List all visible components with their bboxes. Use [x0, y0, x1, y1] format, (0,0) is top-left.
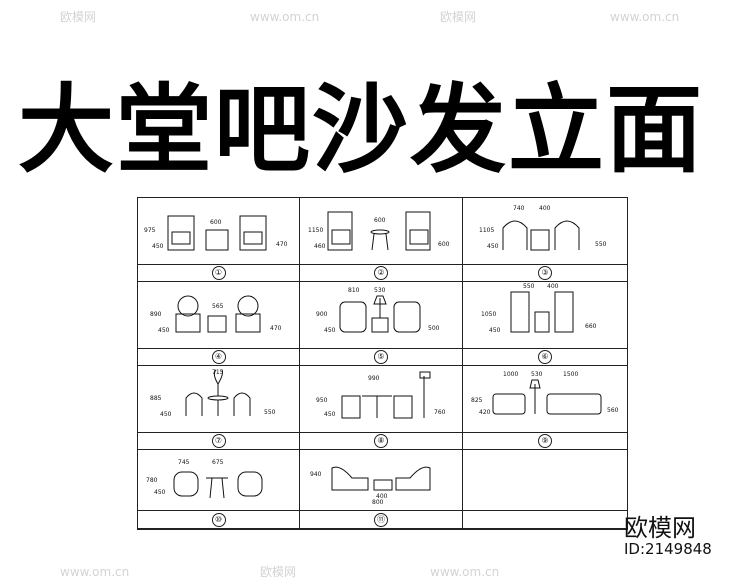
drawing-7: 885 450 715 550: [138, 366, 300, 433]
dim-label: 460: [314, 243, 326, 250]
drawing-number: ③: [538, 266, 552, 280]
dim-label: 450: [152, 243, 164, 250]
dim-label: 400: [376, 493, 388, 500]
drawing-label-5: ⑤: [300, 349, 463, 366]
dim-label: 660: [585, 323, 597, 330]
drawing-10: 745 675 780 450: [138, 450, 300, 511]
drawing-number: ⑥: [538, 350, 552, 364]
watermark: 欧模网: [440, 10, 477, 24]
dim-label: 470: [276, 241, 288, 248]
dim-label: 1105: [479, 227, 494, 234]
watermark: 欧模网: [260, 565, 297, 579]
dim-label: 675: [212, 459, 224, 466]
drawing-number: ⑨: [538, 434, 552, 448]
dim-label: 890: [150, 311, 162, 318]
dim-label: 950: [316, 397, 328, 404]
drawing-label-9: ⑨: [463, 433, 627, 450]
dim-label: 450: [489, 327, 501, 334]
drawing-number: ⑦: [211, 434, 226, 448]
dim-label: 550: [264, 409, 276, 416]
dim-label: 780: [146, 477, 158, 484]
elevation-sheet: 975 600 450 470 600 1150 460 600 740 400: [137, 197, 628, 530]
drawing-6: 550 400 1050 450 660: [463, 282, 627, 349]
drawing-3: 740 400 1105 450 550: [463, 198, 627, 265]
drawing-label-8: ⑧: [300, 433, 463, 450]
drawing-label-2: ②: [300, 265, 463, 282]
dim-label: 450: [487, 243, 499, 250]
dim-label: 450: [158, 327, 170, 334]
dim-label: 825: [471, 397, 483, 404]
dim-label: 400: [547, 283, 559, 290]
drawing-number: ⑪: [374, 512, 388, 527]
drawing-4: 565 890 450 470: [138, 282, 300, 349]
dim-label: 450: [324, 327, 336, 334]
dim-label: 745: [178, 459, 190, 466]
dim-label: 450: [160, 411, 172, 418]
dim-label: 900: [316, 311, 328, 318]
dim-label: 420: [479, 409, 491, 416]
dim-label: 600: [438, 241, 450, 248]
dim-label: 940: [310, 471, 322, 478]
brand-logo-text: 欧模网: [624, 514, 696, 542]
drawing-number: ①: [211, 266, 226, 280]
drawing-8: 990 950 450 760: [300, 366, 463, 433]
drawing-label-1: ①: [138, 265, 300, 282]
dim-label: 715: [212, 369, 224, 376]
dim-label: 975: [144, 227, 156, 234]
drawing-label-7: ⑦: [138, 433, 300, 450]
drawing-5: 810 530 900 450 500: [300, 282, 463, 349]
dim-label: 885: [150, 395, 162, 402]
drawing-11: 940 800 400: [300, 450, 463, 511]
drawing-title: 大堂吧沙发立面: [18, 74, 704, 186]
dim-label: 530: [374, 287, 386, 294]
dim-label: 1150: [308, 227, 323, 234]
dim-label: 760: [434, 409, 446, 416]
drawing-number: ⑩: [211, 512, 226, 527]
dim-label: 740: [513, 205, 525, 212]
drawing-label-3: ③: [463, 265, 627, 282]
empty-cell: [463, 450, 627, 511]
empty-label-cell: [463, 511, 627, 529]
drawing-label-11: ⑪: [300, 511, 463, 529]
dim-label: 800: [372, 499, 384, 506]
watermark-url: www.om.cn: [60, 565, 130, 579]
drawing-9: 1000 530 1500 825 420 560: [463, 366, 627, 433]
dim-label: 565: [212, 303, 224, 310]
watermark-url: www.om.cn: [610, 10, 680, 24]
dim-label: 1500: [563, 371, 578, 378]
dim-label: 1050: [481, 311, 496, 318]
watermark-url: www.om.cn: [250, 10, 320, 24]
dim-label: 1000: [503, 371, 518, 378]
dim-label: 530: [531, 371, 543, 378]
dim-label: 600: [374, 217, 386, 224]
dim-label: 400: [539, 205, 551, 212]
dim-label: 450: [324, 411, 336, 418]
drawing-1: 975 600 450 470: [138, 198, 300, 265]
drawing-2: 600 1150 460 600: [300, 198, 463, 265]
dim-label: 550: [523, 283, 535, 290]
dim-label: 550: [595, 241, 607, 248]
dim-label: 600: [210, 219, 222, 226]
dim-label: 450: [154, 489, 166, 496]
drawing-label-4: ④: [138, 349, 300, 366]
watermark-url: www.om.cn: [430, 565, 500, 579]
drawing-number: ④: [211, 350, 226, 364]
id-label: ID:2149848: [624, 540, 712, 558]
drawing-label-6: ⑥: [463, 349, 627, 366]
drawing-number: ⑧: [374, 434, 388, 448]
dim-label: 470: [270, 325, 282, 332]
dim-label: 990: [368, 375, 380, 382]
drawing-label-10: ⑩: [138, 511, 300, 529]
dim-label: 810: [348, 287, 360, 294]
dim-label: 500: [428, 325, 440, 332]
drawing-number: ⑤: [374, 350, 388, 364]
dim-label: 560: [607, 407, 619, 414]
watermark: 欧模网: [60, 10, 97, 24]
drawing-number: ②: [374, 266, 388, 280]
